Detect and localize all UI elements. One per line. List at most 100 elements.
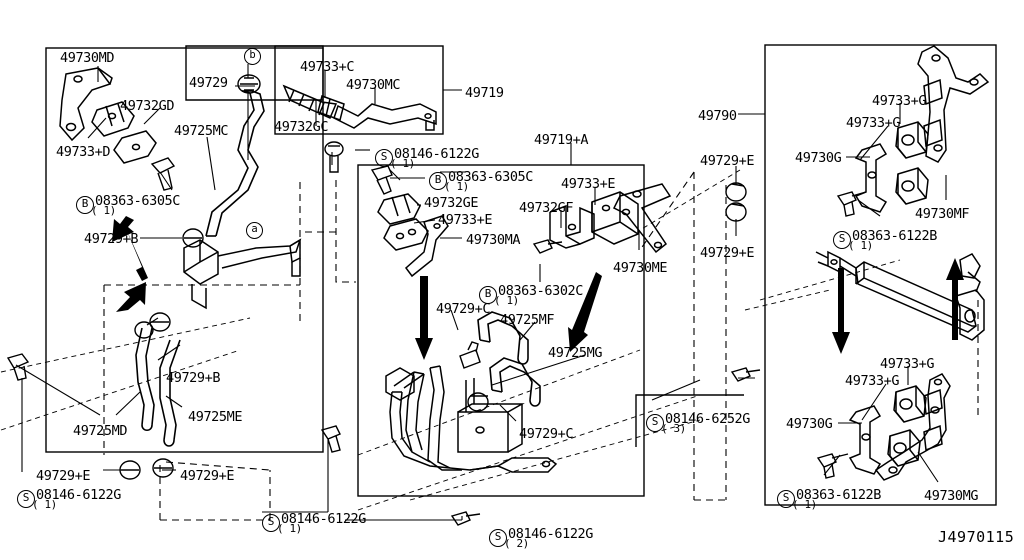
hose-49725md bbox=[135, 327, 155, 432]
cooler-pipe-assembly bbox=[385, 365, 558, 473]
hw-qty: ( 2) bbox=[504, 537, 529, 550]
hose-49725mf bbox=[477, 311, 529, 365]
hw-mark-s-icon: S bbox=[17, 490, 35, 508]
frame-left-main bbox=[45, 47, 324, 453]
label-49733-e-2: 49733+E bbox=[561, 176, 616, 192]
frame-49719-a bbox=[357, 164, 645, 497]
part-49730g-2 bbox=[848, 405, 882, 475]
label-49729: 49729 bbox=[189, 75, 228, 91]
dashed-guides bbox=[103, 171, 979, 521]
hw-qty: ( 1) bbox=[444, 180, 469, 193]
hose-49725me bbox=[159, 339, 181, 447]
hw-mark-b-icon: B bbox=[76, 196, 94, 214]
label-49729-c-1: 49729+C bbox=[436, 301, 491, 317]
right-panel-arrows bbox=[832, 258, 964, 354]
label-49733-c: 49733+C bbox=[300, 59, 355, 75]
hw-part-number: 08146-6252G bbox=[665, 411, 751, 427]
hw-part-number: 08146-6122G bbox=[281, 511, 367, 527]
label-49733-d: 49733+D bbox=[56, 144, 111, 160]
part-49733-g-3 bbox=[893, 385, 927, 423]
label-49729-e-3: 49729+E bbox=[700, 153, 755, 169]
part-49733-g-2 bbox=[895, 167, 929, 205]
hw-mark-s-icon: S bbox=[777, 490, 795, 508]
clip-49729-e-3 bbox=[725, 182, 747, 202]
hw-mark-b-icon: B bbox=[479, 286, 497, 304]
label-49732gd: 49732GD bbox=[120, 98, 175, 114]
part-49732gf bbox=[549, 204, 595, 249]
label-49729-e-1: 49729+E bbox=[36, 468, 91, 484]
part-49730me bbox=[612, 183, 672, 254]
label-49730g-2: 49730G bbox=[786, 416, 833, 432]
label-49729-e-2: 49729+E bbox=[180, 468, 235, 484]
part-49730g-1 bbox=[854, 143, 888, 213]
label-49729-c-2: 49729+C bbox=[519, 426, 574, 442]
bolt-08363-6305c-left bbox=[150, 157, 176, 191]
hw-qty: ( 1) bbox=[390, 157, 415, 170]
bolt-08146-6122g-bot2 bbox=[450, 511, 481, 526]
connector-block-left bbox=[183, 239, 219, 310]
label-49730mf: 49730MF bbox=[915, 206, 970, 222]
label-49730me: 49730ME bbox=[613, 260, 668, 276]
bolt-08363-6305c-mid bbox=[370, 165, 393, 195]
clip-49729-e-4 bbox=[725, 202, 747, 222]
label-49725me: 49725ME bbox=[188, 409, 243, 425]
frame-08146-6252g bbox=[635, 394, 744, 447]
bolt-08363-6122b-low bbox=[816, 453, 849, 479]
label-49733-g-4: 49733+G bbox=[845, 373, 900, 389]
part-49733-e-2 bbox=[591, 191, 639, 245]
label-49719-a: 49719+A bbox=[534, 132, 589, 148]
clip-49729-e-2 bbox=[152, 458, 174, 478]
hw-qty: ( 1) bbox=[32, 498, 57, 511]
clip-49729 bbox=[237, 74, 261, 94]
part-49730md bbox=[59, 67, 113, 142]
marker-b-icon: b bbox=[244, 48, 261, 65]
label-49729-b-1: 49729+B bbox=[84, 231, 139, 247]
label-49730mg: 49730MG bbox=[924, 488, 979, 504]
clip-49729-b-3 bbox=[134, 321, 154, 339]
label-49729-e-4: 49729+E bbox=[700, 245, 755, 261]
hw-qty: ( 1) bbox=[91, 204, 116, 217]
hw-qty: ( 1) bbox=[792, 498, 817, 511]
hose-49725mg bbox=[489, 357, 541, 407]
clip-49729-c-2 bbox=[467, 392, 489, 412]
clip-49729-e-1 bbox=[119, 460, 141, 480]
assembly-arrows bbox=[116, 272, 602, 360]
hw-mark-s-icon: S bbox=[262, 514, 280, 532]
part-49730ma bbox=[404, 215, 449, 278]
part-49733-c bbox=[317, 95, 345, 121]
part-49730mf bbox=[917, 45, 990, 163]
arrow-left-panel bbox=[112, 216, 148, 281]
label-49725mf: 49725MF bbox=[500, 312, 555, 328]
hw-part-number: 08363-6122B bbox=[852, 228, 938, 244]
bolt-08363-6302c bbox=[532, 239, 563, 254]
hw-qty: ( 3) bbox=[661, 422, 686, 435]
bolt-08146-6122g-upper bbox=[324, 141, 344, 173]
part-49733-g-1 bbox=[895, 121, 929, 159]
oil-cooler-49790 bbox=[815, 250, 985, 341]
frame-49790 bbox=[764, 44, 997, 506]
part-49732gc bbox=[282, 84, 338, 119]
part-49733-g-4 bbox=[887, 429, 921, 467]
hw-mark-s-icon: S bbox=[375, 149, 393, 167]
label-49732gc: 49732GC bbox=[274, 119, 329, 135]
label-49725mc: 49725MC bbox=[174, 123, 229, 139]
hw-qty: ( 1) bbox=[277, 522, 302, 535]
part-49732ge bbox=[377, 193, 421, 225]
bolt-08146-6122g-left bbox=[6, 353, 30, 381]
label-49732gf: 49732GF bbox=[519, 200, 574, 216]
part-49730mc bbox=[333, 103, 437, 131]
projection-lines bbox=[0, 169, 901, 511]
bolt-08363-6122b-up bbox=[836, 191, 867, 217]
diagram-id: J4970115 bbox=[938, 528, 1015, 546]
hw-part-number: 08363-6122B bbox=[796, 487, 882, 503]
